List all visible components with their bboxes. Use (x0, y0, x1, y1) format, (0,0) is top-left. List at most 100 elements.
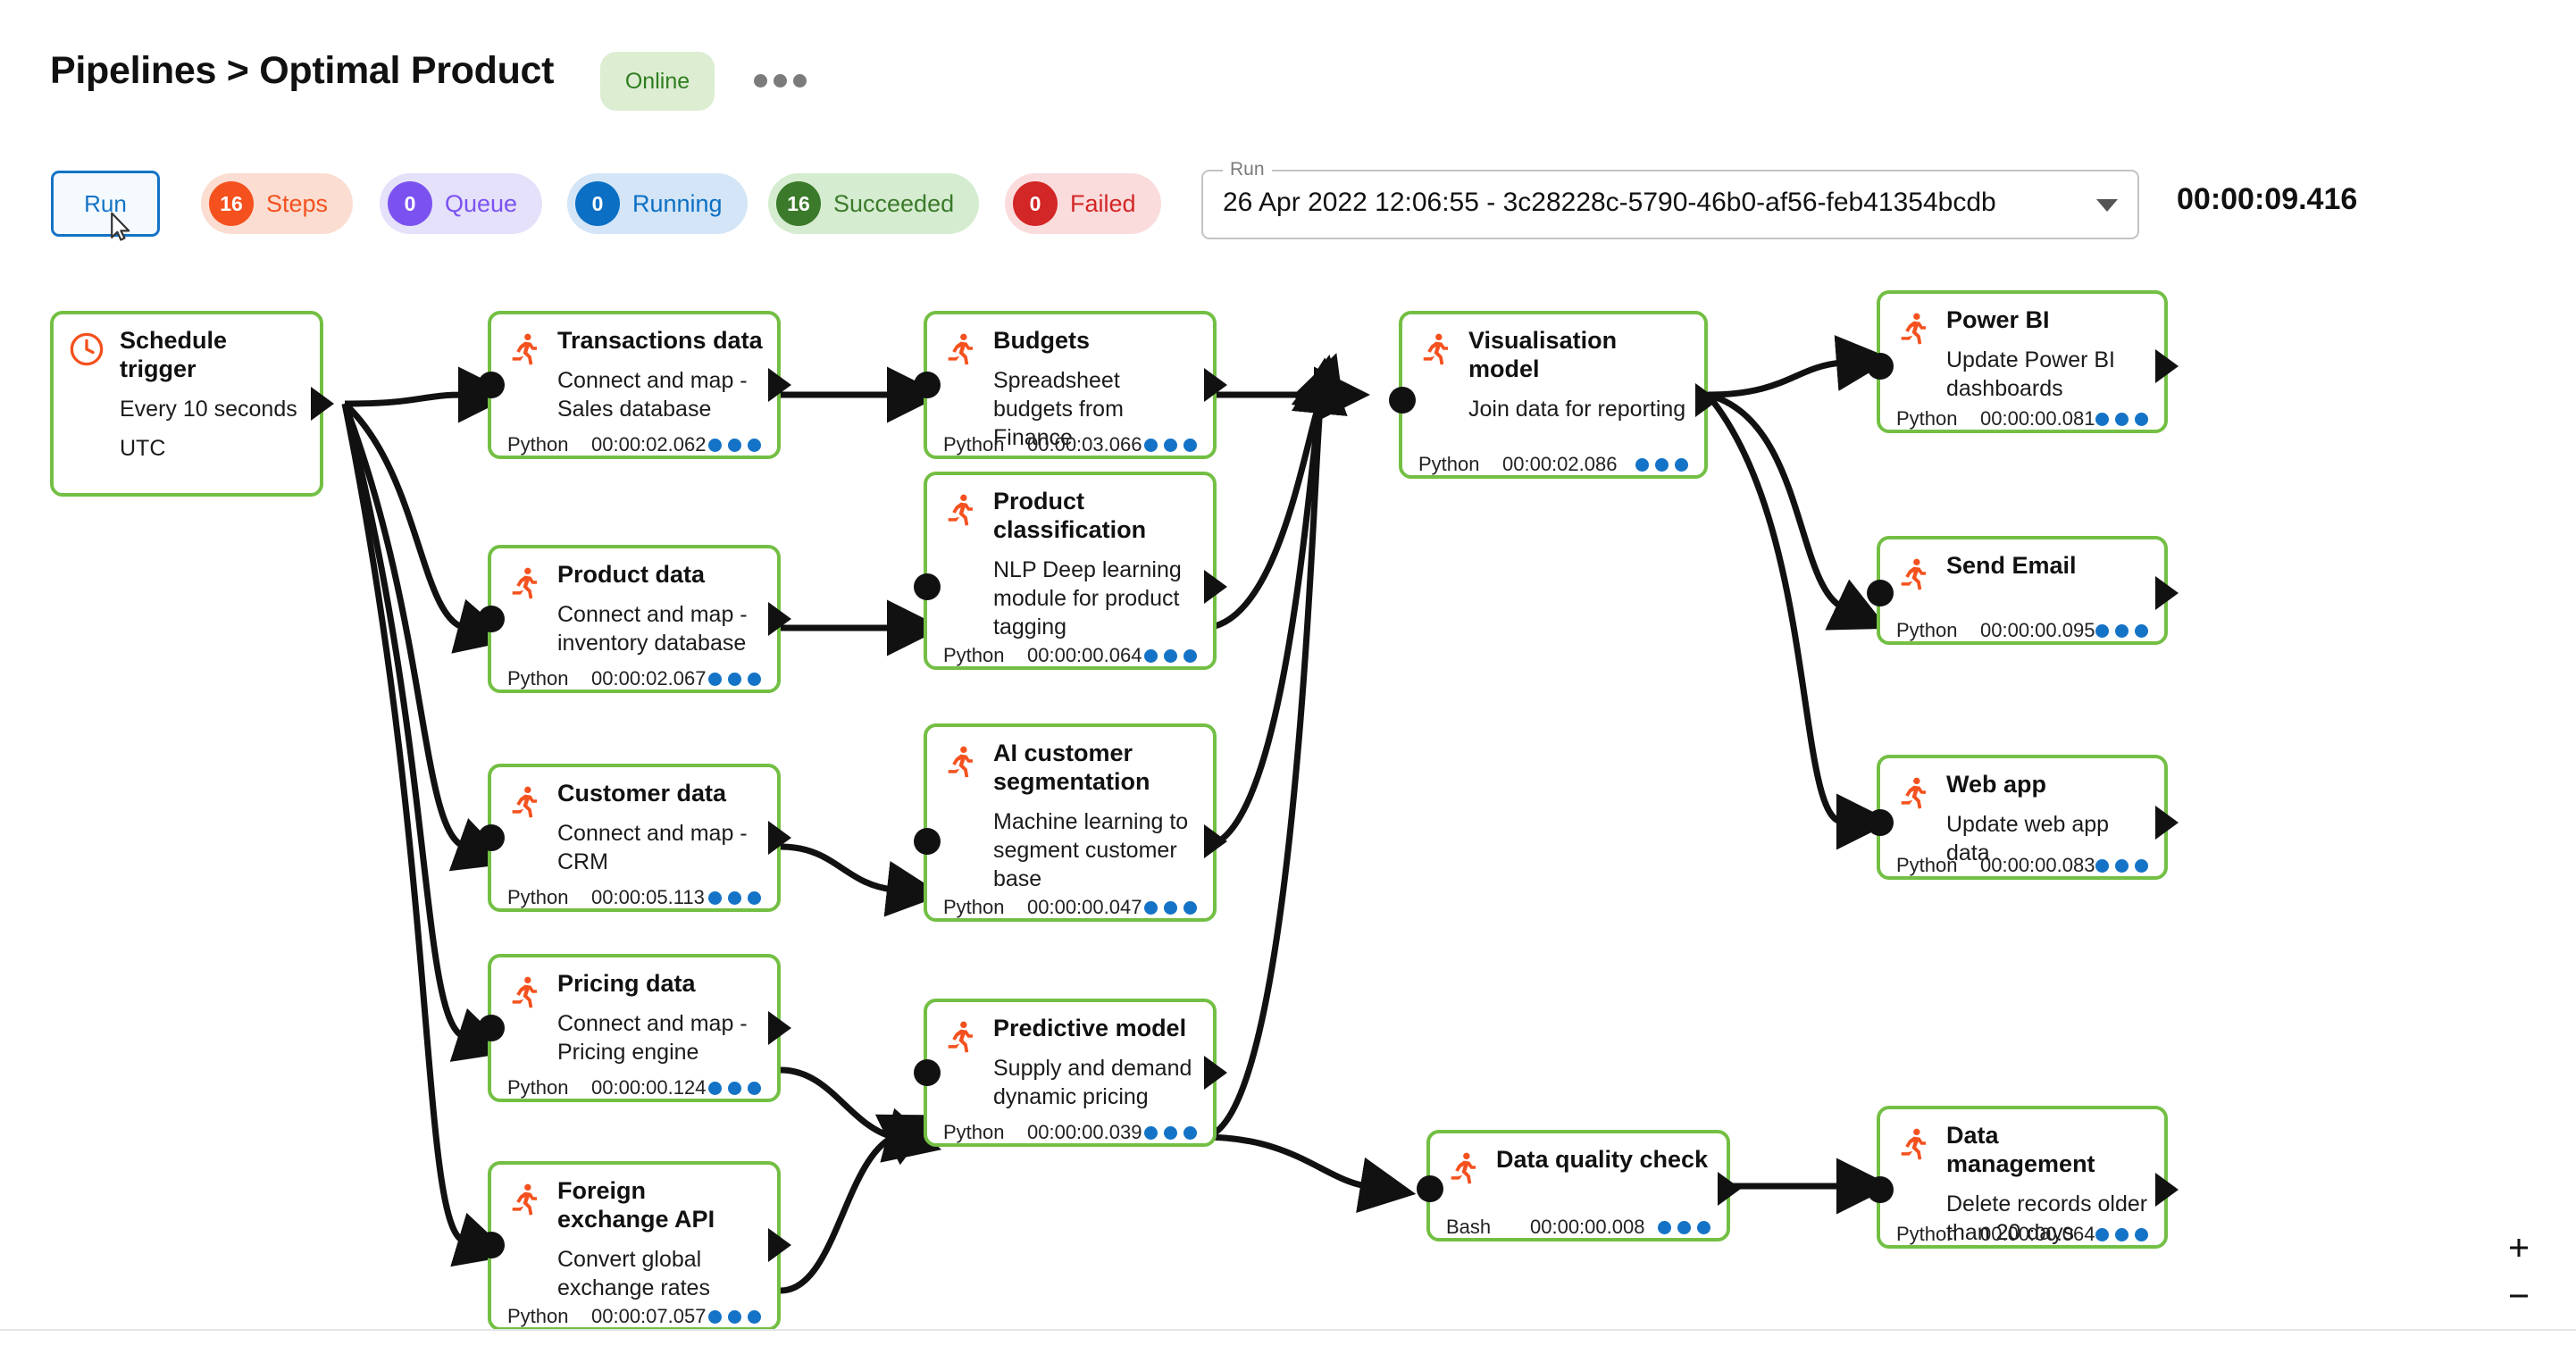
pipeline-canvas[interactable]: Schedule trigger Every 10 seconds UTC (0, 268, 2576, 1329)
node-subtitle: Machine learning to segment customer bas… (993, 808, 1189, 891)
node-product-classification[interactable]: Product classification NLP Deep learning… (914, 472, 1227, 670)
output-port[interactable] (1204, 570, 1227, 604)
chip-succeeded[interactable]: 16 Succeeded (768, 173, 980, 234)
node-data-management[interactable]: Data management Delete records older tha… (1867, 1106, 2179, 1249)
node-duration: 00:00:02.062 (591, 433, 707, 456)
node-more-icon[interactable] (708, 438, 761, 452)
output-port[interactable] (2155, 349, 2179, 383)
node-product-data[interactable]: Product data Connect and map - inventory… (478, 545, 791, 693)
output-port[interactable] (2155, 576, 2179, 610)
zoom-out-icon[interactable] (2492, 1272, 2546, 1320)
node-language: Python (507, 667, 569, 690)
node-more-icon[interactable] (708, 1081, 761, 1095)
node-pricing-data[interactable]: Pricing data Connect and map - Pricing e… (478, 954, 791, 1102)
input-port[interactable] (478, 1232, 505, 1258)
node-visualisation-model[interactable]: Visualisation model Join data for report… (1389, 311, 1719, 479)
input-port[interactable] (1389, 387, 1416, 414)
runner-icon (1894, 552, 1941, 598)
node-duration: 00:00:00.008 (1530, 1216, 1645, 1238)
chevron-down-icon[interactable] (2096, 199, 2118, 212)
node-customer-data[interactable]: Customer data Connect and map - CRM Pyth… (478, 764, 791, 912)
fit-view-icon[interactable] (2492, 1320, 2546, 1329)
chip-steps-label: Steps (266, 189, 329, 217)
output-port[interactable] (768, 821, 791, 855)
node-title: Data quality check (1496, 1146, 1709, 1173)
dot (792, 73, 807, 88)
input-port[interactable] (914, 573, 941, 600)
node-more-icon[interactable] (2095, 623, 2148, 638)
node-more-icon[interactable] (2095, 1227, 2148, 1241)
node-language: Python (943, 1121, 1005, 1143)
node-language: Python (507, 433, 569, 456)
input-port[interactable] (914, 372, 941, 398)
output-port[interactable] (2155, 1173, 2179, 1207)
chip-steps[interactable]: 16 Steps (201, 173, 354, 234)
node-more-icon[interactable] (1144, 1125, 1197, 1140)
node-predictive-model[interactable]: Predictive model Supply and demand dynam… (914, 999, 1227, 1147)
node-more-icon[interactable] (1144, 438, 1197, 452)
node-subtitle: Join data for reporting (1468, 396, 1686, 422)
zoom-in-icon[interactable] (2492, 1224, 2546, 1272)
node-schedule-trigger[interactable]: Schedule trigger Every 10 seconds UTC (50, 311, 334, 497)
node-language: Bash (1446, 1216, 1492, 1238)
node-more-icon[interactable] (1635, 457, 1688, 472)
node-more-icon[interactable] (2095, 412, 2148, 426)
chip-steps-count: 16 (209, 181, 254, 226)
output-port[interactable] (768, 602, 791, 636)
input-port[interactable] (1417, 1175, 1443, 1202)
node-subtitle: Spreadsheet budgets from Finance (993, 367, 1124, 450)
node-language: Python (1896, 619, 1958, 641)
node-foreign-exchange-api[interactable]: Foreign exchange API Convert global exch… (478, 1161, 791, 1329)
runner-icon (506, 1177, 552, 1223)
output-port[interactable] (1204, 368, 1227, 402)
output-port[interactable] (768, 1011, 791, 1045)
node-language: Python (1418, 453, 1480, 475)
edge-layer (341, 335, 1893, 1294)
node-more-icon[interactable] (708, 1309, 761, 1324)
node-budgets[interactable]: Budgets Spreadsheet budgets from Finance… (914, 311, 1227, 459)
chip-queue-count: 0 (388, 181, 432, 226)
input-port[interactable] (914, 828, 941, 855)
runner-icon (1894, 306, 1941, 352)
node-duration: 00:00:03.066 (1027, 433, 1142, 456)
node-send-email[interactable]: Send Email Python 00:00:00.095 (1867, 536, 2179, 645)
input-port[interactable] (478, 372, 505, 398)
chip-failed[interactable]: 0 Failed (1005, 173, 1161, 234)
node-duration: 00:00:00.083 (1980, 854, 2095, 876)
run-button[interactable]: Run (51, 171, 160, 237)
node-more-icon[interactable] (708, 890, 761, 905)
input-port[interactable] (478, 1015, 505, 1041)
node-title: Web app (1946, 771, 2047, 798)
input-port[interactable] (914, 1059, 941, 1086)
input-port[interactable] (478, 824, 505, 851)
node-more-icon[interactable] (1658, 1220, 1710, 1234)
node-more-icon[interactable] (2095, 858, 2148, 873)
output-port[interactable] (1718, 1172, 1741, 1206)
output-port[interactable] (2155, 806, 2179, 840)
run-select[interactable]: Run 26 Apr 2022 12:06:55 - 3c28228c-5790… (1201, 159, 2139, 239)
node-ai-customer-segmentation[interactable]: AI customer segmentation Machine learnin… (914, 723, 1227, 922)
input-port[interactable] (1867, 580, 1894, 606)
output-port[interactable] (1204, 1056, 1227, 1090)
output-port[interactable] (768, 1228, 791, 1262)
output-port[interactable] (1695, 383, 1719, 417)
chip-running[interactable]: 0 Running (567, 173, 748, 234)
node-more-icon[interactable] (708, 672, 761, 686)
node-data-quality-check[interactable]: Data quality check Bash 00:00:00.008 (1417, 1130, 1741, 1241)
node-transactions-data[interactable]: Transactions data Connect and map - Sale… (478, 311, 791, 459)
run-timer: 00:00:09.416 (2177, 182, 2358, 216)
output-port[interactable] (311, 387, 334, 421)
more-horizontal-icon[interactable] (750, 67, 809, 94)
output-port[interactable] (1204, 824, 1227, 858)
node-more-icon[interactable] (1144, 648, 1197, 663)
node-power-bi[interactable]: Power BI Update Power BI dashboards Pyth… (1867, 290, 2179, 433)
input-port[interactable] (478, 606, 505, 632)
input-port[interactable] (1867, 1176, 1894, 1203)
node-duration: 00:00:00.039 (1027, 1121, 1142, 1143)
node-web-app[interactable]: Web app Update web app data Python 00:00… (1867, 755, 2179, 880)
input-port[interactable] (1867, 809, 1894, 836)
output-port[interactable] (768, 368, 791, 402)
node-more-icon[interactable] (1144, 900, 1197, 915)
chip-queue[interactable]: 0 Queue (380, 173, 543, 234)
input-port[interactable] (1867, 353, 1894, 380)
